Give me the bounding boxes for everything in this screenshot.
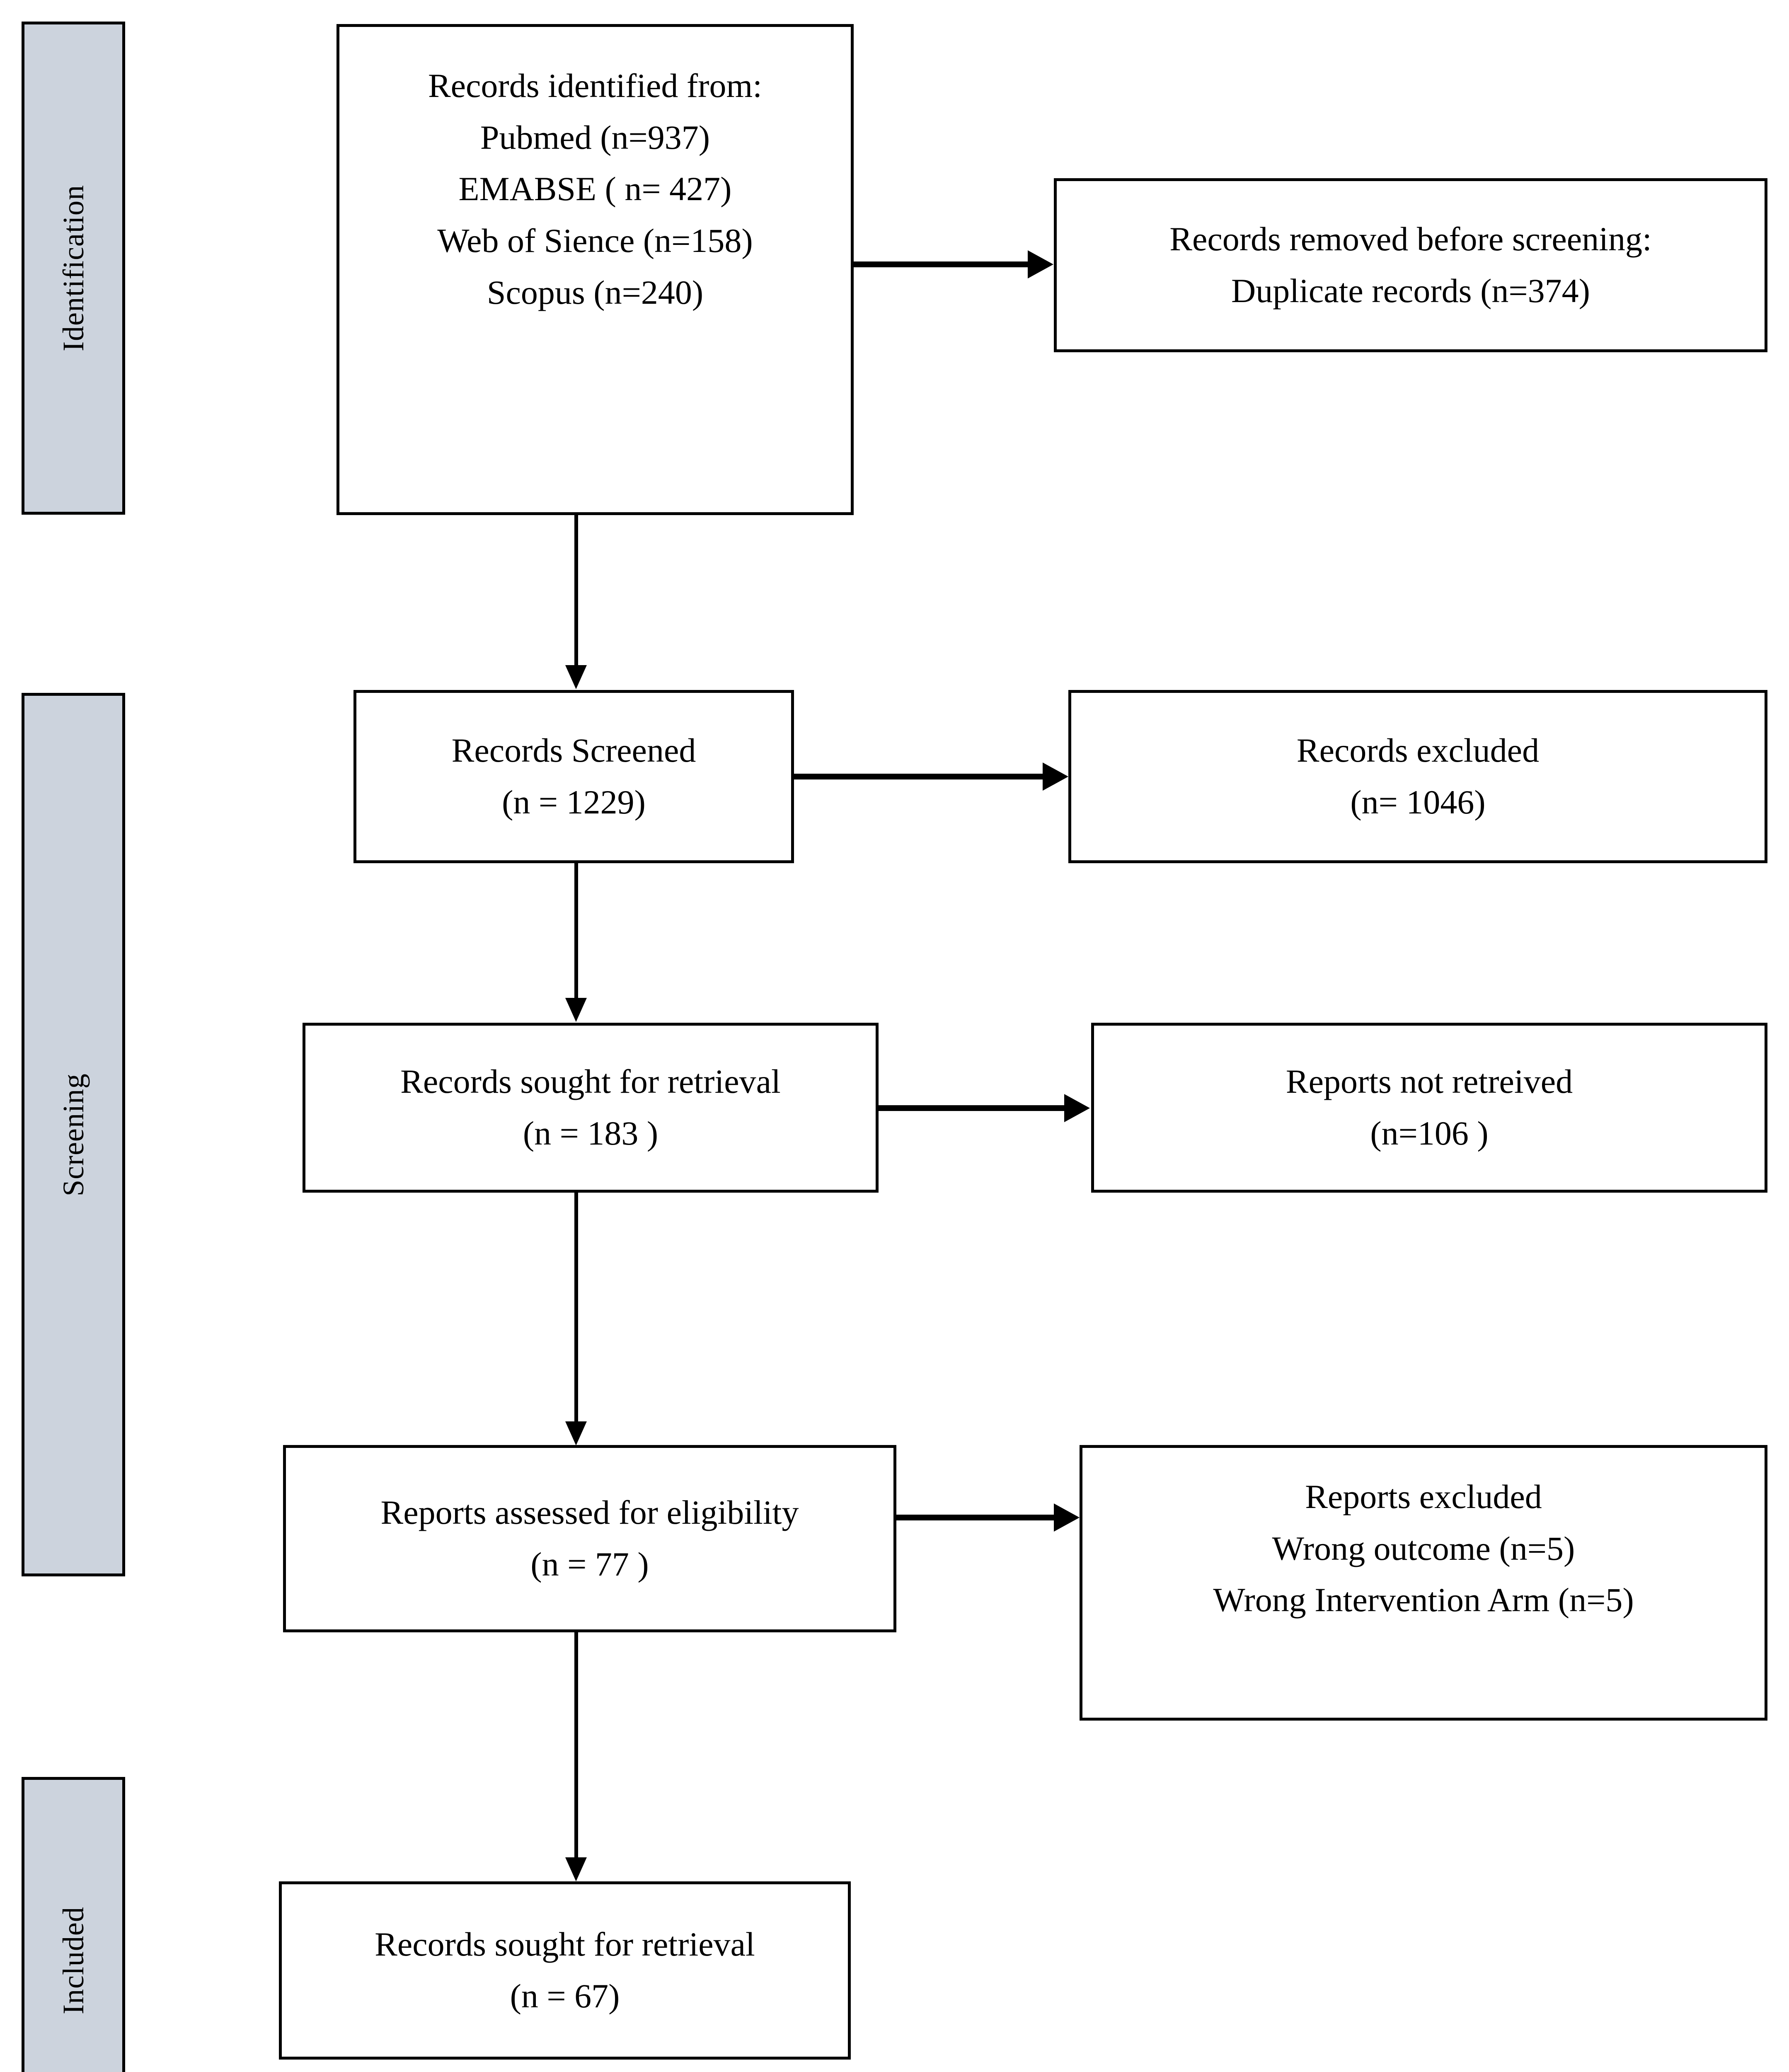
arrowhead-sought-to-assessed bbox=[565, 1421, 587, 1445]
stage-bar-included: Included bbox=[22, 1777, 125, 2072]
connector-screened-to-sought bbox=[574, 863, 578, 999]
box-reports-assessed-eligibility-line-1: Reports assessed for eligibility bbox=[380, 1493, 799, 1532]
box-reports-excluded-line-1: Reports excluded bbox=[1305, 1478, 1542, 1515]
box-records-removed-line-1: Records removed before screening: bbox=[1169, 220, 1652, 258]
stage-bar-screening: Screening bbox=[22, 693, 125, 1576]
arrowhead-assessed-to-included bbox=[565, 1857, 587, 1881]
arrowhead-sought-to-not-retrieved bbox=[1064, 1094, 1090, 1122]
connector-sought-to-assessed bbox=[574, 1193, 578, 1423]
box-reports-not-retrieved-line-1: Reports not retreived bbox=[1285, 1063, 1573, 1101]
connector-identified-to-removed bbox=[854, 261, 1028, 267]
connector-assessed-to-included bbox=[574, 1632, 578, 1858]
box-records-sought-retrieval-line-1: Records sought for retrieval bbox=[400, 1063, 781, 1101]
stage-label-included: Included bbox=[57, 1906, 90, 2014]
box-reports-excluded: Reports excluded Wrong outcome (n=5) Wro… bbox=[1080, 1445, 1767, 1721]
box-records-identified-line-2: Pubmed (n=937) bbox=[480, 118, 710, 156]
box-records-identified-line-5: Scopus (n=240) bbox=[487, 273, 704, 311]
box-records-screened: Records Screened (n = 1229) bbox=[353, 690, 794, 863]
box-records-identified-line-3: EMABSE ( n= 427) bbox=[458, 170, 732, 208]
box-included-final: Records sought for retrieval (n = 67) bbox=[279, 1881, 851, 2060]
box-records-excluded-line-1: Records excluded bbox=[1296, 731, 1540, 770]
box-records-sought-retrieval: Records sought for retrieval (n = 183 ) bbox=[303, 1023, 879, 1193]
box-reports-assessed-eligibility: Reports assessed for eligibility (n = 77… bbox=[283, 1445, 896, 1632]
box-reports-not-retrieved: Reports not retreived (n=106 ) bbox=[1091, 1023, 1767, 1193]
box-records-sought-retrieval-line-2: (n = 183 ) bbox=[523, 1114, 658, 1152]
arrowhead-assessed-to-reports-excluded bbox=[1054, 1503, 1080, 1532]
connector-sought-to-not-retrieved bbox=[879, 1105, 1064, 1111]
box-records-excluded-line-2: (n= 1046) bbox=[1350, 783, 1486, 821]
arrowhead-identified-to-screened bbox=[565, 665, 587, 689]
box-records-removed-line-2: Duplicate records (n=374) bbox=[1231, 272, 1590, 310]
box-records-identified: Records identified from: Pubmed (n=937) … bbox=[336, 24, 854, 515]
box-records-screened-line-1: Records Screened bbox=[451, 731, 696, 770]
arrowhead-screened-to-excluded bbox=[1043, 762, 1068, 791]
stage-label-identification: Identification bbox=[57, 185, 90, 351]
stage-label-screening: Screening bbox=[57, 1073, 90, 1196]
box-included-final-line-2: (n = 67) bbox=[510, 1977, 620, 2015]
box-records-removed: Records removed before screening: Duplic… bbox=[1054, 178, 1767, 352]
box-records-identified-line-1: Records identified from: bbox=[428, 67, 763, 104]
box-reports-not-retrieved-line-2: (n=106 ) bbox=[1370, 1114, 1489, 1152]
box-included-final-line-1: Records sought for retrieval bbox=[375, 1925, 755, 1963]
box-reports-assessed-eligibility-line-2: (n = 77 ) bbox=[530, 1545, 649, 1583]
stage-bar-identification: Identification bbox=[22, 22, 125, 515]
arrowhead-screened-to-sought bbox=[565, 998, 587, 1022]
connector-assessed-to-reports-excluded bbox=[896, 1515, 1054, 1520]
arrowhead-identified-to-removed bbox=[1028, 250, 1053, 278]
box-records-excluded: Records excluded (n= 1046) bbox=[1068, 690, 1767, 863]
box-reports-excluded-line-3: Wrong Intervention Arm (n=5) bbox=[1213, 1581, 1634, 1619]
box-records-identified-line-4: Web of Sience (n=158) bbox=[437, 221, 753, 259]
connector-identified-to-screened bbox=[574, 515, 578, 666]
box-records-screened-line-2: (n = 1229) bbox=[502, 783, 646, 821]
connector-screened-to-excluded bbox=[794, 774, 1043, 779]
box-reports-excluded-line-2: Wrong outcome (n=5) bbox=[1272, 1529, 1575, 1567]
